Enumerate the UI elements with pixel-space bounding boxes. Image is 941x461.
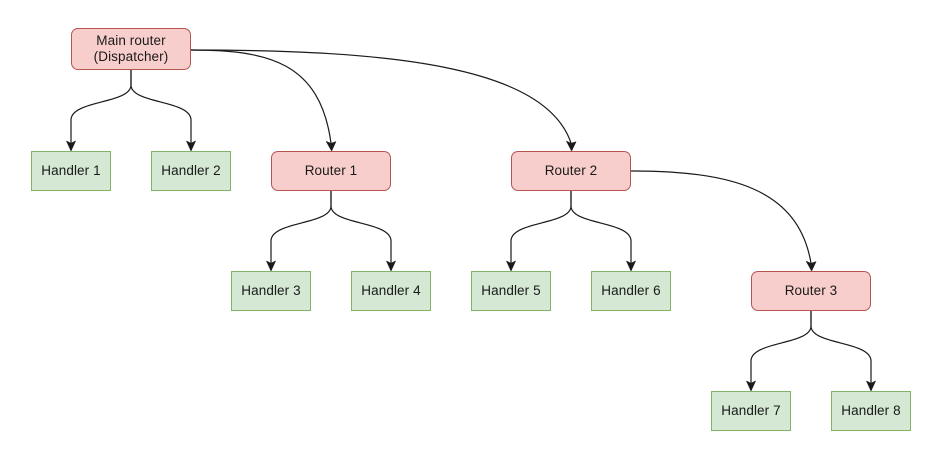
edge-router-2-to-handler-5: [506, 190, 572, 272]
edge-router-3-to-handler-7: [746, 310, 812, 392]
edge-main-router-to-router-1: [190, 49, 337, 152]
node-router-1[interactable]: Router 1: [271, 151, 391, 191]
node-handler-5[interactable]: Handler 5: [471, 271, 551, 311]
edge-main-router-to-handler-2: [130, 69, 196, 152]
edge-router-2-to-router-3: [630, 170, 817, 272]
edge-router-1-to-handler-3: [266, 190, 332, 272]
edge-main-router-to-handler-1: [66, 69, 132, 152]
node-handler-7[interactable]: Handler 7: [711, 391, 791, 431]
node-router-3[interactable]: Router 3: [751, 271, 871, 311]
node-handler-2[interactable]: Handler 2: [151, 151, 231, 191]
node-router-2[interactable]: Router 2: [511, 151, 631, 191]
edge-main-router-to-router-2: [190, 49, 577, 152]
node-handler-3[interactable]: Handler 3: [231, 271, 311, 311]
node-handler-4[interactable]: Handler 4: [351, 271, 431, 311]
node-handler-6[interactable]: Handler 6: [591, 271, 671, 311]
edge-router-1-to-handler-4: [330, 190, 396, 272]
edge-router-3-to-handler-8: [810, 310, 876, 392]
node-main-router[interactable]: Main router (Dispatcher): [71, 28, 191, 70]
node-handler-1[interactable]: Handler 1: [31, 151, 111, 191]
edge-router-2-to-handler-6: [570, 190, 636, 272]
node-handler-8[interactable]: Handler 8: [831, 391, 911, 431]
